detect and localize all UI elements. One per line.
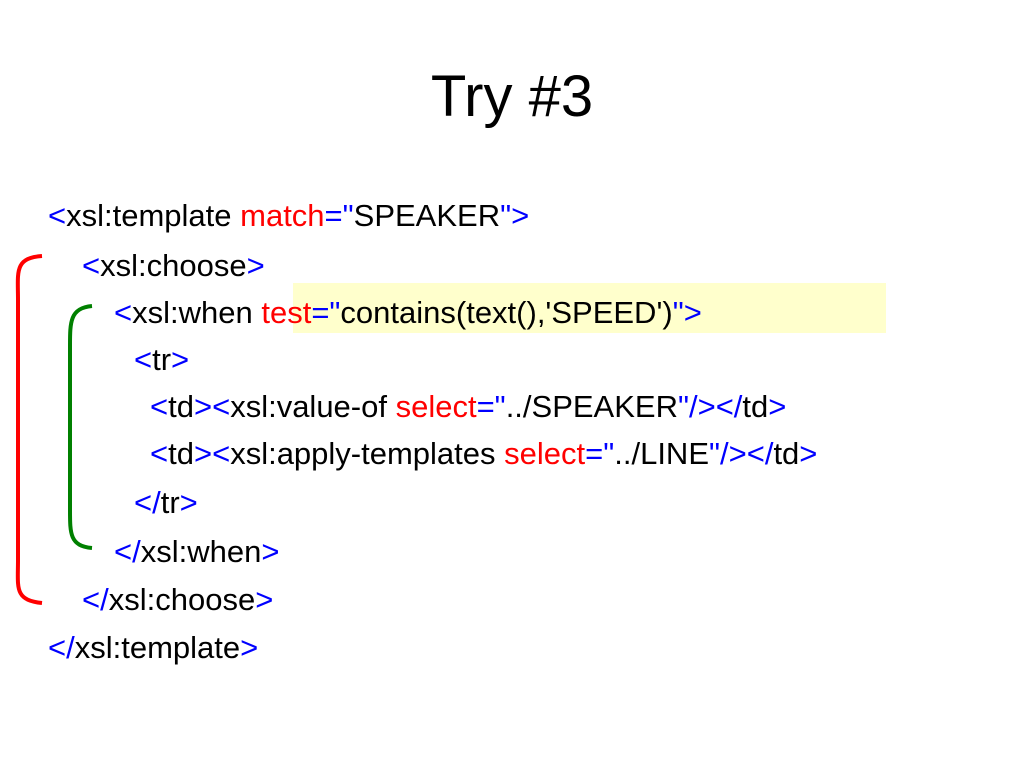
- tag-name: td: [168, 389, 194, 424]
- attr-value: ../SPEAKER: [505, 389, 678, 424]
- attr-value: ../LINE: [614, 436, 709, 471]
- code-line-10: </xsl:template>: [48, 628, 258, 668]
- code-line-3: <xsl:when test="contains(text(),'SPEED')…: [114, 293, 702, 333]
- attr-eq: =": [311, 295, 341, 330]
- tag-name: xsl:template: [66, 198, 241, 233]
- tag-name: xsl:when: [140, 534, 262, 569]
- tag-close: >: [246, 248, 265, 283]
- inner-bracket-green: [68, 304, 93, 550]
- tag-close: >: [255, 582, 274, 617]
- tag-close: "/></: [709, 436, 774, 471]
- tag-open: </: [114, 534, 141, 569]
- tag-close: ">: [672, 295, 702, 330]
- code-line-5: <td><xsl:value-of select="../SPEAKER"/><…: [150, 387, 786, 427]
- tag-open: </: [82, 582, 109, 617]
- attr-value: contains(text(),'SPEED'): [340, 295, 673, 330]
- attr-name: select: [504, 436, 586, 471]
- attr-eq: =": [324, 198, 354, 233]
- tag-open: </: [134, 485, 161, 520]
- code-line-8: </xsl:when>: [114, 532, 279, 572]
- slide-title: Try #3: [430, 64, 594, 129]
- attr-name: test: [261, 295, 312, 330]
- tag-open: </: [48, 630, 75, 665]
- tag-close: >: [799, 436, 818, 471]
- tag-name: xsl:value-of: [230, 389, 396, 424]
- tag-name: xsl:choose: [100, 248, 247, 283]
- tag-name: td: [742, 389, 769, 424]
- tag-close: >: [179, 485, 198, 520]
- attr-eq: =": [585, 436, 615, 471]
- tag-close: >: [261, 534, 280, 569]
- code-line-6: <td><xsl:apply-templates select="../LINE…: [150, 434, 817, 474]
- tag-open: <: [82, 248, 101, 283]
- tag-close: "/></: [677, 389, 743, 424]
- tag-open: <: [114, 295, 133, 330]
- attr-eq: =": [476, 389, 506, 424]
- tag-name: tr: [160, 485, 180, 520]
- tag-close: ><: [193, 389, 231, 424]
- tag-close: ">: [500, 198, 530, 233]
- tag-name: td: [168, 436, 194, 471]
- attr-name: select: [395, 389, 477, 424]
- attr-name: match: [240, 198, 325, 233]
- highlight-box: [293, 283, 886, 333]
- code-line-2: <xsl:choose>: [82, 246, 265, 286]
- tag-name: xsl:when: [132, 295, 262, 330]
- tag-close: ><: [193, 436, 231, 471]
- tag-name: xsl:choose: [108, 582, 256, 617]
- tag-name: xsl:template: [74, 630, 241, 665]
- attr-value: SPEAKER: [353, 198, 501, 233]
- tag-name: tr: [152, 342, 172, 377]
- outer-bracket-red: [15, 254, 43, 605]
- tag-open: <: [150, 389, 169, 424]
- tag-name: xsl:apply-templates: [230, 436, 505, 471]
- code-line-1: <xsl:template match="SPEAKER">: [48, 196, 529, 236]
- tag-open: <: [150, 436, 169, 471]
- code-line-9: </xsl:choose>: [82, 580, 273, 620]
- code-line-7: </tr>: [134, 483, 198, 523]
- tag-open: <: [48, 198, 67, 233]
- code-line-4: <tr>: [134, 340, 189, 380]
- tag-close: >: [768, 389, 787, 424]
- tag-name: td: [773, 436, 800, 471]
- tag-close: >: [171, 342, 190, 377]
- tag-close: >: [240, 630, 259, 665]
- tag-open: <: [134, 342, 153, 377]
